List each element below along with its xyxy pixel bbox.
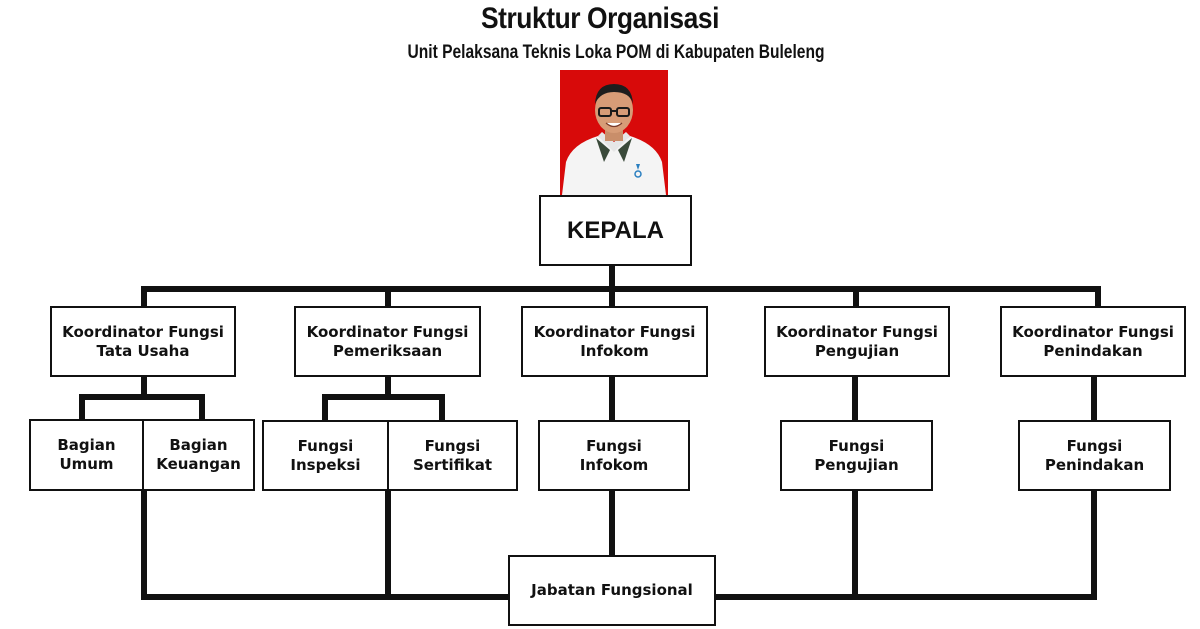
box-label: Fungsi Sertifikat	[412, 436, 493, 474]
box-koordinator-infokom: Koordinator Fungsi Infokom	[521, 306, 708, 377]
box-fungsi-pengujian: Fungsi Pengujian	[780, 420, 933, 491]
box-label: Fungsi Inspeksi	[290, 436, 361, 474]
box-label: Jabatan Fungsional	[531, 581, 693, 599]
box-bagian-umum: Bagian Umum	[29, 419, 144, 491]
page-title: Struktur Organisasi	[480, 2, 720, 35]
box-fungsi-penindakan: Fungsi Penindakan	[1018, 420, 1171, 491]
box-koordinator-tata-usaha: Koordinator Fungsi Tata Usaha	[50, 306, 236, 377]
box-label: Koordinator Fungsi Penindakan	[1012, 322, 1174, 360]
box-label: Koordinator Fungsi Tata Usaha	[62, 322, 224, 360]
box-label: Koordinator Fungsi Infokom	[533, 322, 696, 360]
box-label: Fungsi Penindakan	[1044, 436, 1145, 474]
box-fungsi-sertifikat: Fungsi Sertifikat	[387, 420, 518, 491]
box-label: KEPALA	[567, 217, 664, 244]
box-koordinator-pemeriksaan: Koordinator Fungsi Pemeriksaan	[294, 306, 481, 377]
box-label: Fungsi Pengujian	[814, 436, 899, 474]
box-bagian-keuangan: Bagian Keuangan	[142, 419, 255, 491]
head-portrait-photo	[560, 70, 668, 195]
page-subtitle: Unit Pelaksana Teknis Loka POM di Kabupa…	[407, 42, 825, 63]
box-label: Bagian Keuangan	[156, 436, 241, 473]
box-koordinator-penindakan: Koordinator Fungsi Penindakan	[1000, 306, 1186, 377]
box-label: Bagian Umum	[57, 436, 116, 473]
box-label: Fungsi Infokom	[579, 436, 649, 474]
box-koordinator-pengujian: Koordinator Fungsi Pengujian	[764, 306, 950, 377]
box-fungsi-inspeksi: Fungsi Inspeksi	[262, 420, 389, 491]
box-fungsi-infokom: Fungsi Infokom	[538, 420, 690, 491]
box-jabatan-fungsional: Jabatan Fungsional	[508, 555, 716, 626]
box-label: Koordinator Fungsi Pengujian	[776, 322, 938, 360]
person-portrait-icon	[562, 84, 666, 195]
box-kepala: KEPALA	[539, 195, 692, 266]
box-label: Koordinator Fungsi Pemeriksaan	[306, 322, 469, 360]
